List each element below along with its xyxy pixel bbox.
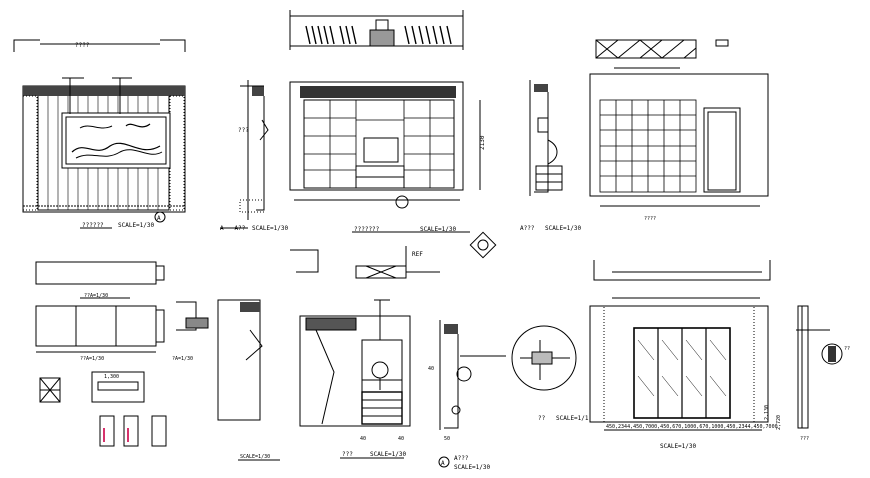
svg-text:??A=1/30: ??A=1/30	[84, 293, 108, 299]
shelf-wall-title: A???	[520, 225, 535, 232]
glass-door-scale: SCALE=1/30	[660, 443, 697, 450]
svg-text:?A=1/30: ?A=1/30	[172, 356, 193, 362]
svg-text:A: A	[441, 460, 445, 467]
dim-bottom-right: 450,2344,450,7000,450,670,1000,670,1000,…	[606, 424, 778, 430]
detail-title: ??	[538, 415, 546, 422]
dim-40c: 40	[428, 366, 434, 372]
cabinet-elevation: 2130 ??????? SCALE=1/30	[289, 81, 486, 233]
tag-a: A	[157, 215, 161, 222]
section-a-scale: SCALE=1/30	[252, 225, 289, 232]
cabinet-side-section	[529, 80, 563, 196]
section-a-a: ??? A---A?? SCALE=1/30	[220, 80, 289, 232]
svg-text:??: ??	[844, 346, 850, 352]
tv-wall-scale: SCALE=1/30	[118, 222, 155, 229]
dim-40a: 40	[360, 436, 366, 442]
dim-2130: 2,130	[764, 405, 770, 420]
tv-wall-elevation: A ?????? SCALE=1/30	[22, 77, 186, 229]
cabinet-plan-strip	[289, 10, 464, 50]
ref-plan: REF	[290, 231, 497, 279]
right-profile-detail: ?? ???	[796, 305, 850, 442]
cabinet-title: ???????	[354, 226, 380, 233]
dim-1300: 1,300	[104, 374, 119, 380]
dim-50: 50	[444, 436, 450, 442]
shelf-wall-elevation: ???? A??? SCALE=1/30	[520, 39, 769, 232]
dim-2720: 2,720	[776, 415, 782, 430]
cabinet-scale: SCALE=1/30	[420, 226, 457, 233]
glass-scale-small: SCALE=1/30	[240, 454, 270, 460]
plant-cabinet-elevation: 40 40 ??? SCALE=1/30	[299, 299, 411, 459]
dim-label-top-left: ????	[75, 42, 90, 49]
plant-cabinet-scale: SCALE=1/30	[370, 451, 407, 458]
shelf-wall-scale: SCALE=1/30	[545, 225, 582, 232]
section-a2-scale: SCALE=1/30	[454, 464, 491, 471]
svg-text:???: ???	[238, 127, 249, 134]
dim-shelf-small: ????	[644, 216, 656, 222]
small-cabinet-views: ??A=1/30 ??A=1/30 1,300	[35, 261, 167, 447]
dim-40b: 40	[398, 436, 404, 442]
circular-detail: ?? SCALE=1/1	[511, 325, 589, 422]
dim-7w: ???	[800, 436, 809, 442]
plant-cabinet-section: 50 40 A A??? SCALE=1/30	[428, 320, 506, 471]
svg-text:2130: 2130	[479, 135, 486, 150]
tv-wall-title: ??????	[82, 222, 104, 229]
small-section-details: ?A=1/30 SCALE=1/30	[172, 299, 280, 461]
header-bracket-left: ????	[13, 39, 186, 52]
section-a-title: A---A??	[220, 225, 246, 232]
glass-door-elevation: 450,2344,450,7000,450,670,1000,670,1000,…	[589, 260, 782, 450]
svg-text:??A=1/30: ??A=1/30	[80, 356, 104, 362]
section-a2-title: A???	[454, 455, 469, 462]
ref-label: REF	[412, 251, 423, 258]
detail-scale: SCALE=1/1	[556, 415, 589, 422]
plant-cabinet-title: ???	[342, 451, 353, 458]
